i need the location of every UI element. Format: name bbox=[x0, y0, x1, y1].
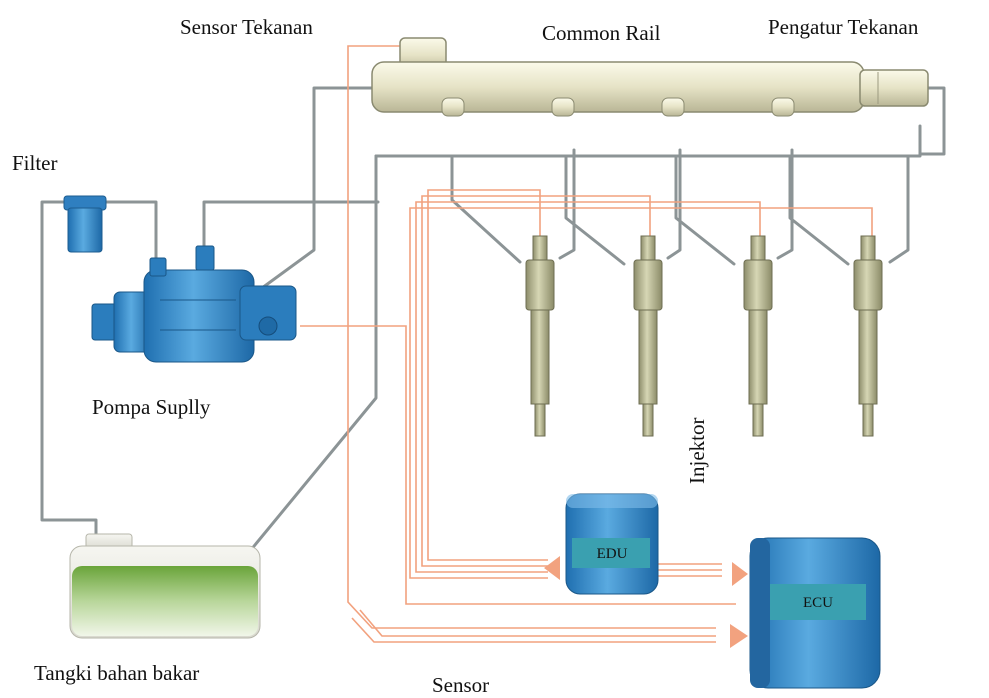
edu-inj-1 bbox=[427, 189, 548, 561]
edu-inj-2 bbox=[421, 195, 651, 567]
ecu-input-arrow-lower bbox=[730, 624, 748, 648]
label-injektor: Injektor bbox=[685, 418, 709, 484]
inj2-return bbox=[564, 156, 626, 266]
regulator-return-line bbox=[918, 86, 946, 156]
edu-inj-3 bbox=[415, 201, 761, 573]
pump-supply-line bbox=[202, 200, 380, 252]
edu-input-arrow bbox=[544, 556, 560, 580]
pressure-sensor-signal bbox=[347, 45, 716, 629]
inj4-return bbox=[788, 156, 850, 266]
label-ecu: ECU bbox=[803, 595, 833, 611]
label-common-rail: Common Rail bbox=[542, 21, 661, 45]
pressure-regulator bbox=[859, 69, 929, 107]
inj4-leakoff bbox=[888, 154, 910, 264]
label-sensor: Sensor bbox=[432, 673, 489, 697]
inj3-return bbox=[674, 156, 736, 266]
edu-label-box bbox=[572, 538, 650, 568]
fuel-filter bbox=[63, 195, 107, 253]
filter-to-pump-line bbox=[102, 200, 158, 264]
tank-fuel bbox=[72, 566, 258, 636]
rail-outlet-2 bbox=[551, 97, 575, 117]
rail-outlet-1 bbox=[441, 97, 465, 117]
label-edu: EDU bbox=[597, 546, 628, 562]
inj1-return bbox=[450, 156, 522, 264]
pump-signal bbox=[300, 325, 736, 605]
injector-2 bbox=[633, 235, 663, 437]
common-rail bbox=[371, 37, 929, 117]
return-line-down bbox=[234, 154, 378, 570]
rail-outlet-3 bbox=[661, 97, 685, 117]
label-pengatur-tekanan: Pengatur Tekanan bbox=[768, 15, 919, 39]
label-pompa-supply: Pompa Suplly bbox=[92, 395, 211, 419]
tank-to-filter-line bbox=[40, 200, 98, 548]
label-sensor-tekanan: Sensor Tekanan bbox=[180, 15, 313, 39]
signal-lines bbox=[300, 45, 873, 643]
ecu-unit bbox=[749, 537, 881, 689]
ecu-label-box bbox=[770, 584, 866, 620]
injector-1 bbox=[525, 235, 555, 437]
rail-outlet-4 bbox=[771, 97, 795, 117]
fuel-lines bbox=[40, 86, 946, 570]
label-filter: Filter bbox=[12, 151, 58, 175]
ecu-input-arrow-upper bbox=[732, 562, 748, 586]
edu-inj-4 bbox=[409, 207, 873, 579]
filter-body bbox=[67, 207, 103, 253]
sensor-bundle-2 bbox=[351, 617, 716, 643]
sensor-bundle-1 bbox=[359, 609, 716, 637]
inj3-leakoff bbox=[776, 148, 794, 260]
supply-pump bbox=[91, 245, 297, 363]
label-tangki-bahan-bakar: Tangki bahan bakar bbox=[34, 661, 199, 685]
edu-unit bbox=[565, 493, 659, 595]
injector-3 bbox=[743, 235, 773, 437]
injector-4 bbox=[853, 235, 883, 437]
inj1-leakoff bbox=[558, 148, 576, 260]
return-line-top bbox=[374, 124, 922, 158]
inj2-leakoff bbox=[666, 148, 682, 260]
fuel-tank bbox=[69, 533, 261, 639]
pump-to-rail-line bbox=[260, 86, 380, 290]
